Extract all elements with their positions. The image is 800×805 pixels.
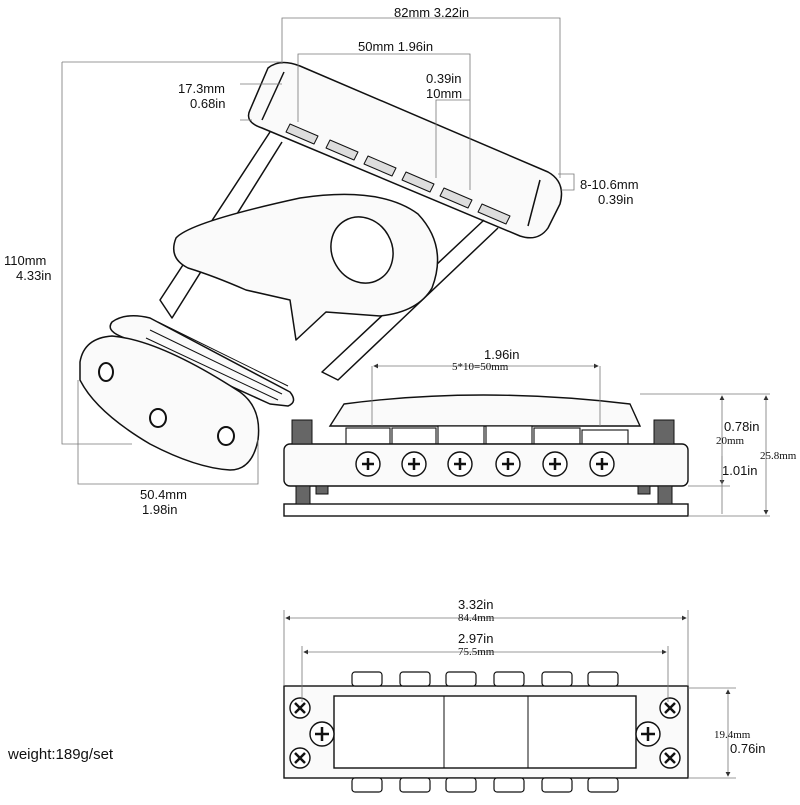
top-screw-crosses xyxy=(294,702,676,764)
dim-top-194-mm: 19.4mm xyxy=(714,729,751,741)
dim-height-173-mm: 17.3mm xyxy=(178,81,225,96)
tailpiece xyxy=(79,61,563,471)
dim-base-mm: 50.4mm xyxy=(140,487,187,502)
dim-bridge-span-in: 1.96in xyxy=(484,347,520,362)
dim-top-844-mm: 84.4mm xyxy=(458,612,495,624)
r-logo-icon xyxy=(173,193,439,341)
r-logo-hole xyxy=(330,216,394,284)
bridge-top-frame xyxy=(328,394,642,427)
dim-top-755-mm: 75.5mm xyxy=(458,646,495,658)
height-screws xyxy=(291,419,675,505)
saddle-screw-crosses xyxy=(362,458,608,470)
tailpiece-hinge xyxy=(109,315,295,407)
dim-height-173-in: 0.68in xyxy=(190,96,226,111)
bridge-base-line xyxy=(283,503,689,517)
top-saddle-heads xyxy=(351,671,619,793)
dim-top-332-in: 3.32in xyxy=(458,597,494,612)
bridge-side-view xyxy=(283,394,689,517)
dim-side-258-mm: 25.8mm xyxy=(760,450,797,462)
base-plate-holes xyxy=(98,362,235,446)
bridge-top-dimension-lines xyxy=(283,610,736,779)
dim-range-in: 0.39in xyxy=(598,192,634,207)
dim-width-82: 82mm 3.22in xyxy=(394,5,470,20)
dim-slot-mm: 10mm xyxy=(426,86,463,101)
saddle-screws xyxy=(355,451,615,477)
weight-label: weight:189g/set xyxy=(8,746,114,763)
dim-length-in: 4.33in xyxy=(16,268,52,283)
bridge-top-inner xyxy=(333,695,637,769)
dim-side-101-in: 1.01in xyxy=(722,463,758,478)
tailpiece-base-plate xyxy=(79,335,260,471)
saddle-blocks xyxy=(345,425,629,445)
dim-top-076-in: 0.76in xyxy=(730,741,766,756)
dim-base-in: 1.98in xyxy=(142,502,178,517)
dim-width-50: 50mm 1.96in xyxy=(358,39,434,54)
tailpiece-top-bar xyxy=(247,61,563,239)
tailpiece-top-bar-inner xyxy=(261,71,541,227)
dim-range-mm: 8-10.6mm xyxy=(580,177,639,192)
hinge-lines xyxy=(145,321,289,401)
dim-side-078-in: 0.78in xyxy=(724,419,760,434)
tailpiece-slots xyxy=(285,123,511,225)
tailpiece-dimension-lines xyxy=(61,17,575,485)
dim-top-297-in: 2.97in xyxy=(458,631,494,646)
dim-side-20-mm: 20mm xyxy=(716,435,745,447)
bridge-top-view xyxy=(283,671,689,793)
bridge-side-dimension-lines xyxy=(371,363,770,517)
bridge-body xyxy=(283,443,689,487)
dim-length-mm: 110mm xyxy=(4,253,47,268)
dim-slot-in: 0.39in xyxy=(426,71,462,86)
dim-bridge-span-mm: 5*10=50mm xyxy=(452,361,509,373)
